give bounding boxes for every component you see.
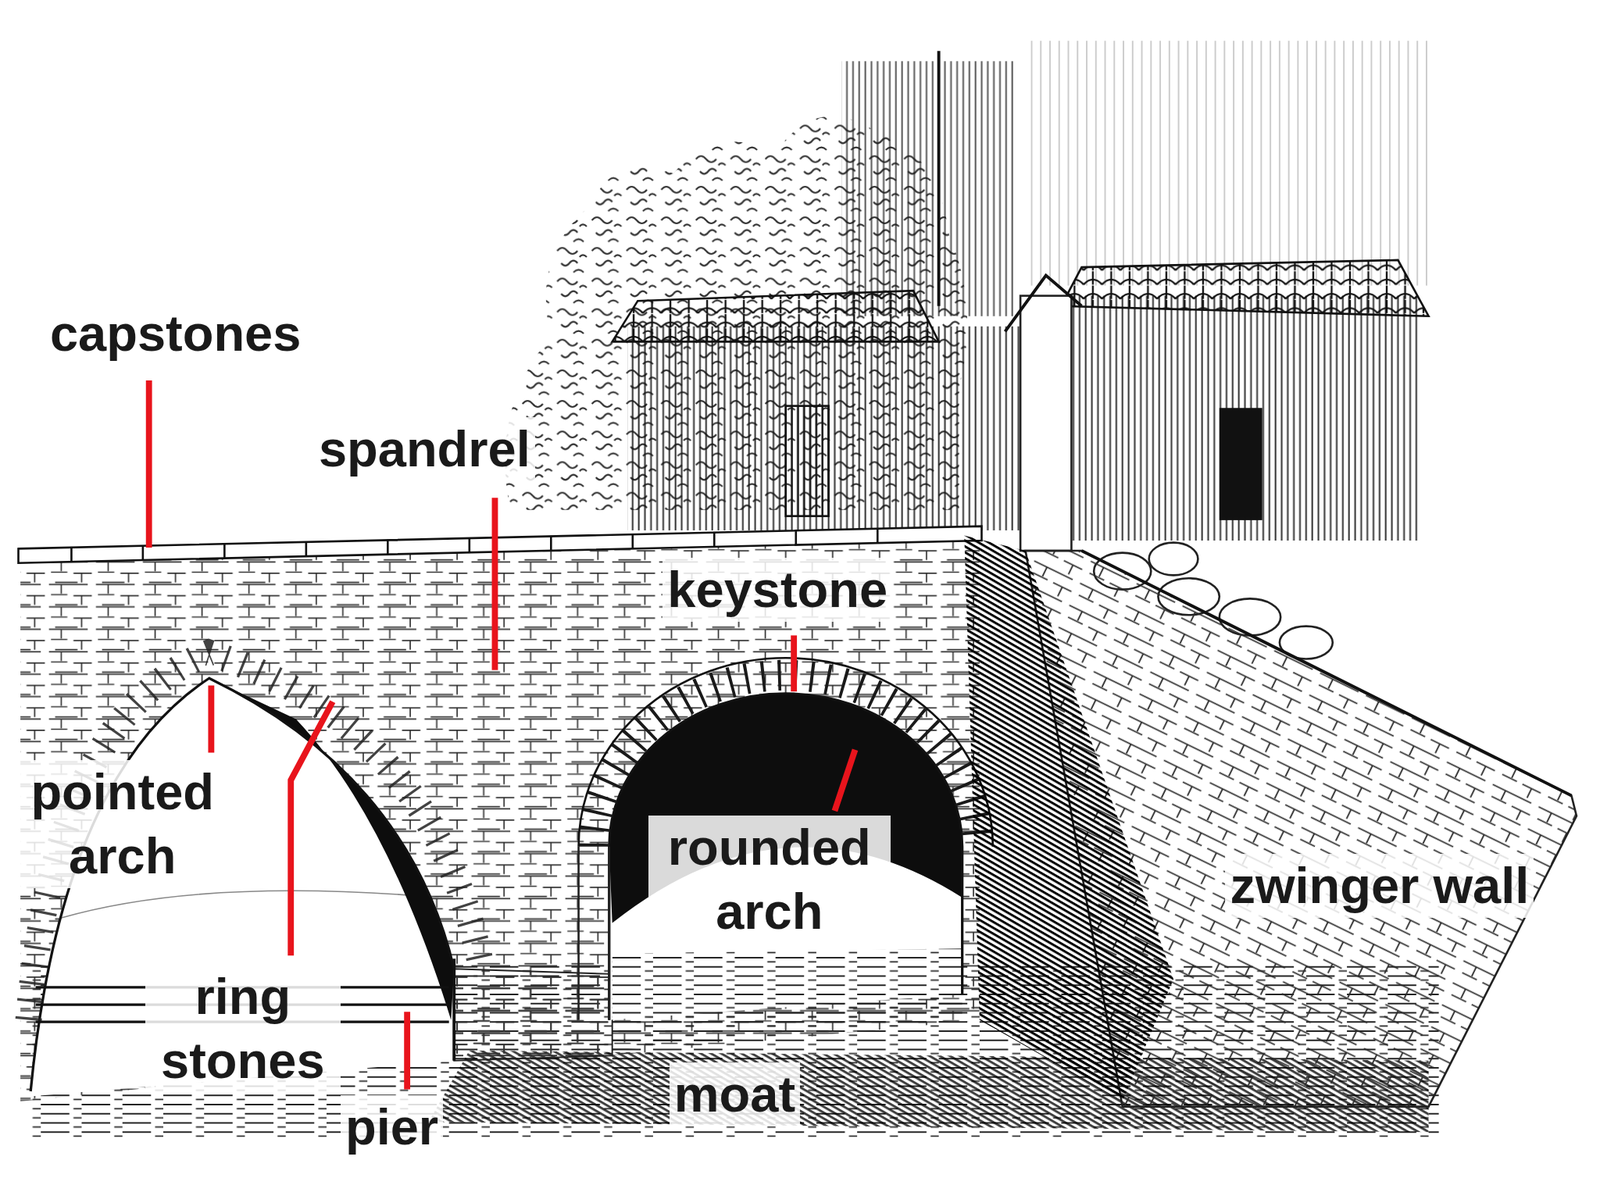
part-label: pointed arch <box>13 760 233 889</box>
part-label: moat <box>669 1062 800 1127</box>
part-label: capstones <box>45 301 307 366</box>
part-label: zwinger wall <box>1225 853 1534 918</box>
part-label: pier <box>340 1095 443 1160</box>
part-label: ring stones <box>145 964 341 1093</box>
part-label: rounded arch <box>648 815 891 944</box>
part-label: keystone <box>662 557 893 622</box>
part-label: spandrel <box>314 417 536 482</box>
